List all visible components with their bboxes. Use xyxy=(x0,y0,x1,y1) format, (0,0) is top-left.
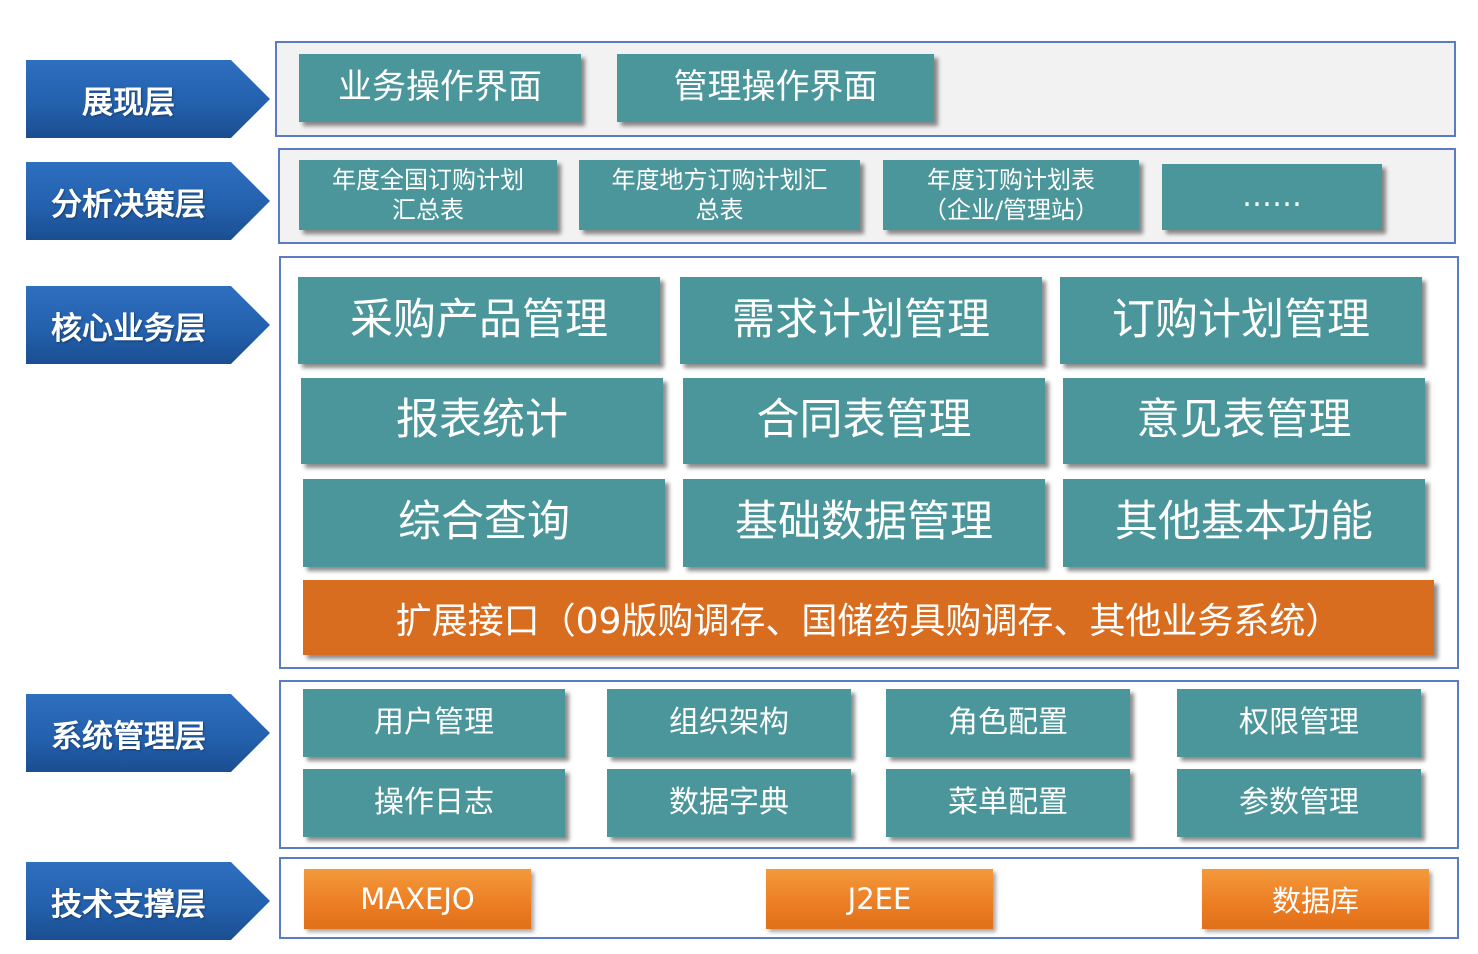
module-box: 基础数据管理 xyxy=(683,479,1045,567)
tech-box: 数据库 xyxy=(1202,869,1429,929)
module-box: 年度订购计划表 （企业/管理站） xyxy=(883,160,1139,230)
module-box: 用户管理 xyxy=(303,689,565,757)
tech-box: J2EE xyxy=(766,869,993,929)
module-box: 订购计划管理 xyxy=(1060,277,1422,364)
module-box: 操作日志 xyxy=(303,769,565,837)
layer-label-text: 系统管理层 xyxy=(50,718,206,755)
module-box-ellipsis: …… xyxy=(1162,164,1382,230)
layer-label-text: 分析决策层 xyxy=(50,186,206,223)
layer-label-core: 核心业务层 xyxy=(26,286,270,364)
module-box: 组织架构 xyxy=(607,689,851,757)
module-box: 年度全国订购计划 汇总表 xyxy=(299,160,557,230)
module-box: 参数管理 xyxy=(1177,769,1421,837)
module-box: 数据字典 xyxy=(607,769,851,837)
extension-interface-bar: 扩展接口（09版购调存、国储药具购调存、其他业务系统） xyxy=(303,580,1434,655)
module-box: 报表统计 xyxy=(301,378,663,464)
layer-label-analysis: 分析决策层 xyxy=(26,162,270,240)
module-box: 需求计划管理 xyxy=(680,277,1042,364)
layer-label-tech: 技术支撑层 xyxy=(26,862,270,940)
module-box: 年度地方订购计划汇 总表 xyxy=(579,160,860,230)
module-box: 菜单配置 xyxy=(886,769,1130,837)
module-box: 其他基本功能 xyxy=(1063,479,1425,567)
module-box: 权限管理 xyxy=(1177,689,1421,757)
module-box: 角色配置 xyxy=(886,689,1130,757)
module-box: 综合查询 xyxy=(303,479,665,567)
module-box: 管理操作界面 xyxy=(617,54,934,122)
layer-label-presentation: 展现层 xyxy=(26,60,270,138)
tech-box: MAXEJO xyxy=(304,869,531,929)
layer-label-text: 技术支撑层 xyxy=(50,886,206,923)
module-box: 意见表管理 xyxy=(1063,378,1425,464)
layer-label-text: 核心业务层 xyxy=(50,310,206,347)
module-box: 业务操作界面 xyxy=(299,54,581,122)
module-box: 采购产品管理 xyxy=(298,277,660,364)
module-box: 合同表管理 xyxy=(683,378,1045,464)
layer-label-system: 系统管理层 xyxy=(26,694,270,772)
layer-label-text: 展现层 xyxy=(81,84,175,121)
